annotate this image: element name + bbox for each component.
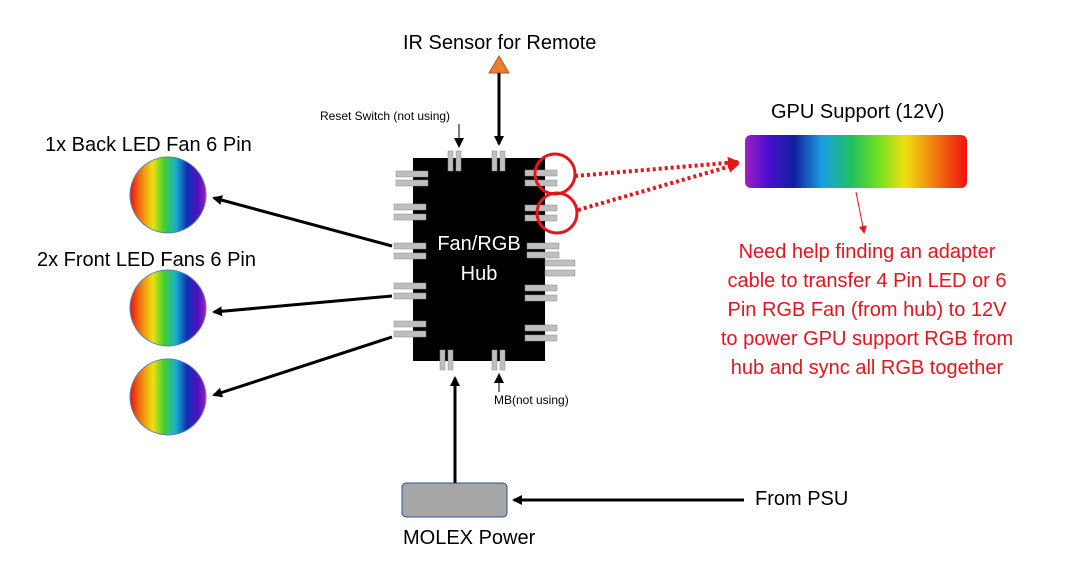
- help-note-line: Pin RGB Fan (from hub) to 12V: [727, 299, 1007, 321]
- help-note-line: hub and sync all RGB together: [730, 357, 1004, 379]
- gpu-note-arrow: [855, 191, 867, 234]
- hub-label-line1: Fan/RGB: [437, 233, 521, 255]
- help-note-line: to power GPU support RGB from: [720, 328, 1014, 350]
- hub-label: Fan/RGB Hub: [413, 229, 545, 289]
- front-fan-1-arrow: [212, 294, 393, 317]
- mb-label: MB(not using): [494, 393, 569, 407]
- back-fan-label: 1x Back LED Fan 6 Pin: [45, 134, 252, 156]
- dotted-arrow-bottom: [577, 160, 740, 212]
- fan-rgb-hub: [413, 158, 545, 361]
- molex-box: [401, 482, 508, 518]
- hub-pins: [393, 150, 576, 371]
- back-led-fan: [129, 156, 207, 234]
- gpu-support-bar: [745, 135, 967, 188]
- dotted-arrow-top: [574, 156, 740, 178]
- ir-sensor-label: IR Sensor for Remote: [403, 32, 597, 54]
- front-led-fan-2: [129, 358, 207, 436]
- callout-circle-bottom: [535, 191, 579, 235]
- help-note-line: cable to transfer 4 Pin LED or 6: [727, 270, 1007, 292]
- front-fan-2-arrow: [212, 335, 393, 398]
- ir-sensor-triangle: [488, 55, 510, 74]
- back-fan-arrow: [212, 195, 393, 248]
- help-note: Need help finding an adapter cable to tr…: [700, 238, 1034, 383]
- front-led-fan-1: [129, 269, 207, 347]
- front-fans-label: 2x Front LED Fans 6 Pin: [37, 249, 256, 271]
- psu-label: From PSU: [755, 488, 849, 510]
- molex-label: MOLEX Power: [403, 527, 536, 549]
- gpu-support-label: GPU Support (12V): [771, 101, 945, 123]
- hub-label-line2: Hub: [460, 263, 498, 285]
- help-note-line: Need help finding an adapter: [738, 241, 996, 263]
- reset-switch-label: Reset Switch (not using): [320, 109, 451, 123]
